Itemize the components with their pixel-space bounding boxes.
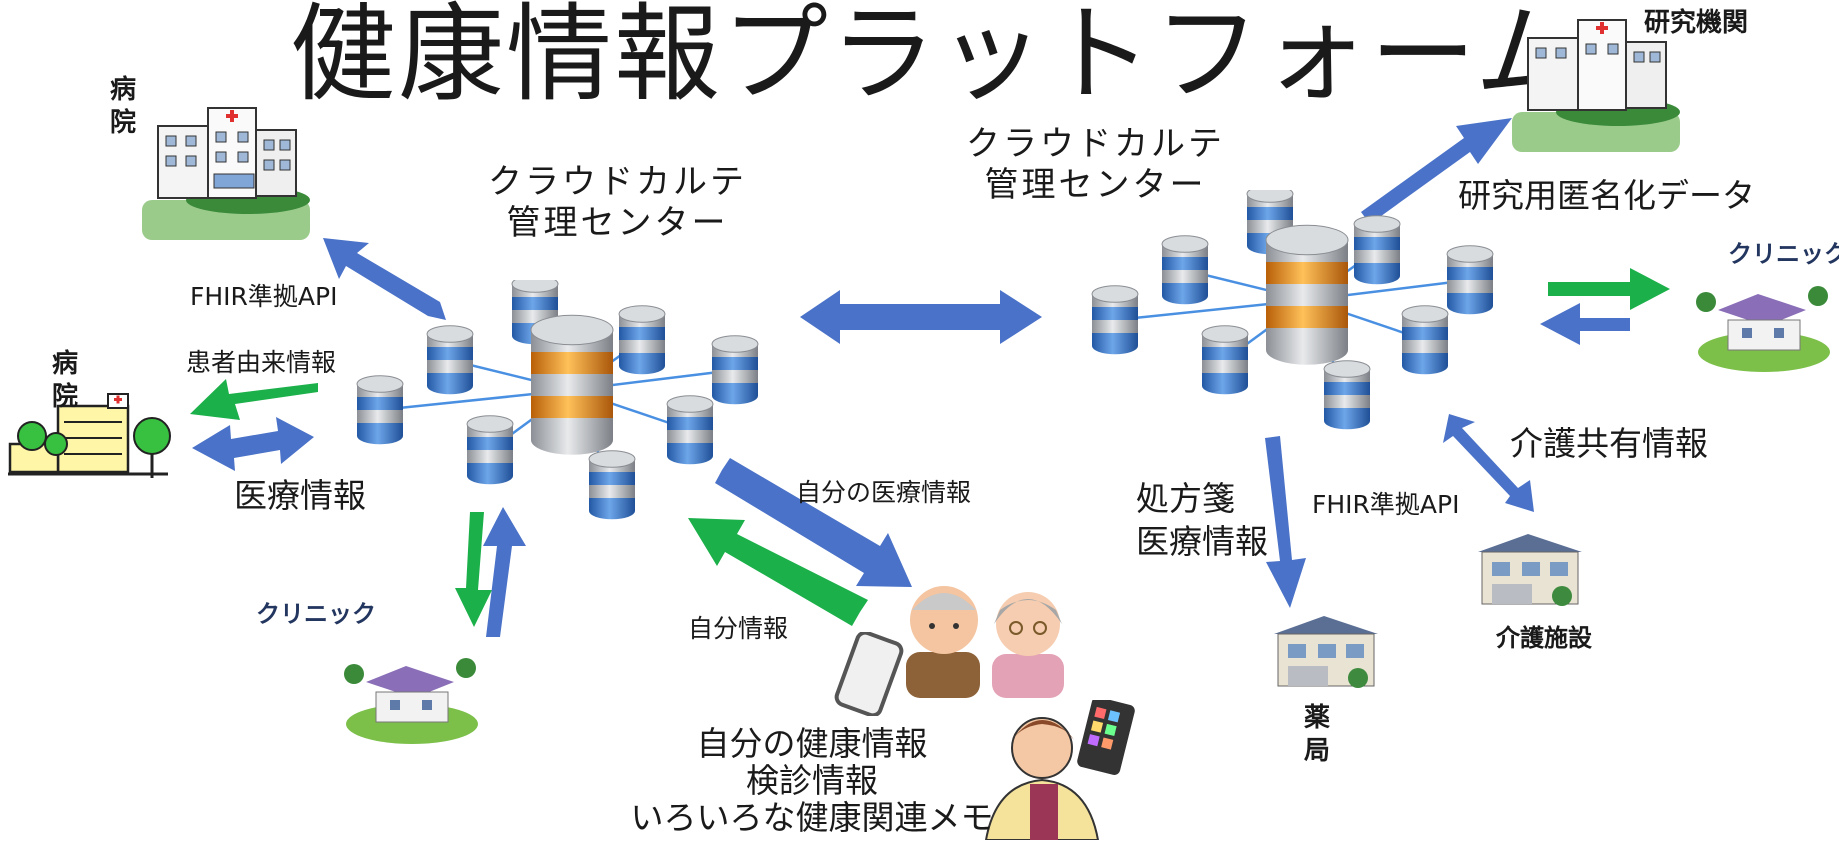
personal-line2: 検診情報 [746, 760, 878, 800]
left-db-7-icon [588, 450, 636, 520]
page-title: 健康情報プラットフォーム [290, 0, 1583, 116]
research-data-arrow [1361, 118, 1512, 224]
left-hub-database-cluster [356, 280, 759, 520]
prescription-line1: 処方箋 [1136, 479, 1235, 518]
own-info-arrow [688, 518, 868, 626]
right-db-5-icon [1446, 245, 1494, 315]
clinic-right-label: クリニック [1728, 240, 1839, 268]
right-db-4-icon [1353, 215, 1401, 285]
right-db-8-icon [1201, 325, 1249, 395]
clinic-house-icon [344, 658, 478, 744]
left-db-4-icon [618, 305, 666, 375]
clinic-right-green-arrow [1548, 268, 1670, 310]
left-hub-label: クラウドカルテ 管理センター [488, 162, 747, 244]
research-label: 研究機関 [1644, 8, 1749, 38]
personal-line3: いろいろな健康関連メモ [630, 797, 994, 837]
right-hub-database-cluster [1091, 190, 1494, 430]
smartphone-icon [834, 632, 904, 716]
fhir-api-left-label: FHIR準拠API [190, 282, 338, 311]
left-central-db-icon [530, 314, 614, 455]
right-hub-label: クラウドカルテ 管理センター [966, 124, 1225, 206]
elderly-couple-icon [906, 586, 1064, 698]
fhir-api-left-arrow [323, 238, 446, 320]
clinic-right-house-icon [1696, 286, 1830, 372]
fhir-api-right-label: FHIR準拠API [1312, 490, 1460, 519]
hospital-top-char1: 病 [109, 75, 136, 105]
pharmacy-char1: 薬 [1303, 703, 1330, 733]
care-shared-label: 介護共有情報 [1510, 424, 1708, 463]
pharmacy-label: 薬 局 [1302, 702, 1332, 767]
care-shared-arrow [1443, 414, 1534, 512]
pharmacy-arrow [1265, 436, 1306, 608]
medical-info-arrow [192, 417, 314, 471]
personal-line1: 自分の健康情報 [696, 724, 928, 763]
left-db-1-icon [356, 375, 404, 445]
right-db-2-icon [1161, 235, 1209, 305]
hospital-left-char1: 病 [51, 349, 78, 379]
own-medical-info-arrow [715, 458, 912, 587]
hospital-left-label: 病 院 [50, 348, 80, 413]
right-hub-label-line1: クラウドカルテ [966, 124, 1225, 164]
right-db-7-icon [1323, 360, 1371, 430]
own-medical-info-label: 自分の医療情報 [796, 478, 972, 507]
left-db-5-icon [711, 335, 759, 405]
right-hub-label-line2: 管理センター [984, 164, 1207, 205]
clinic-right-blue-arrow [1540, 303, 1630, 345]
pharmacy-char2: 局 [1303, 735, 1330, 766]
pharmacy-building-icon [1274, 616, 1378, 688]
medical-info-label: 医療情報 [234, 476, 366, 515]
hospital-top-label: 病 院 [108, 74, 138, 139]
left-db-8-icon [466, 415, 514, 485]
hospital-small-icon [8, 393, 171, 478]
personal-info-label: 自分の健康情報 検診情報 いろいろな健康関連メモ [602, 724, 1022, 837]
clinic-down-green-arrow [455, 512, 492, 627]
left-db-6-icon [666, 395, 714, 465]
clinic-up-blue-arrow [483, 507, 526, 637]
prescription-label: 処方箋 医療情報 [1136, 478, 1268, 564]
clinic-bottom-left-label: クリニック [256, 600, 376, 628]
hospital-left-char2: 院 [51, 381, 78, 412]
care-facility-label: 介護施設 [1496, 624, 1592, 652]
research-building-icon [1512, 19, 1680, 152]
care-facility-building-icon [1478, 534, 1582, 606]
right-central-db-icon [1265, 224, 1349, 365]
right-db-1-icon [1091, 285, 1139, 355]
research-data-label: 研究用匿名化データ [1458, 176, 1755, 215]
left-hub-label-line1: クラウドカルテ [488, 162, 747, 202]
left-hub-label-line2: 管理センター [506, 202, 729, 243]
own-info-label: 自分情報 [688, 614, 789, 643]
right-db-6-icon [1401, 305, 1449, 375]
left-db-2-icon [426, 325, 474, 395]
patient-origin-label: 患者由来情報 [186, 348, 337, 377]
hospital-building-icon [142, 107, 310, 240]
patient-origin-arrow [190, 379, 318, 420]
prescription-line2: 医療情報 [1136, 521, 1268, 561]
hospital-top-char2: 院 [109, 107, 136, 138]
person-with-phone-icon [984, 700, 1135, 840]
hub-link-arrow [800, 290, 1042, 344]
